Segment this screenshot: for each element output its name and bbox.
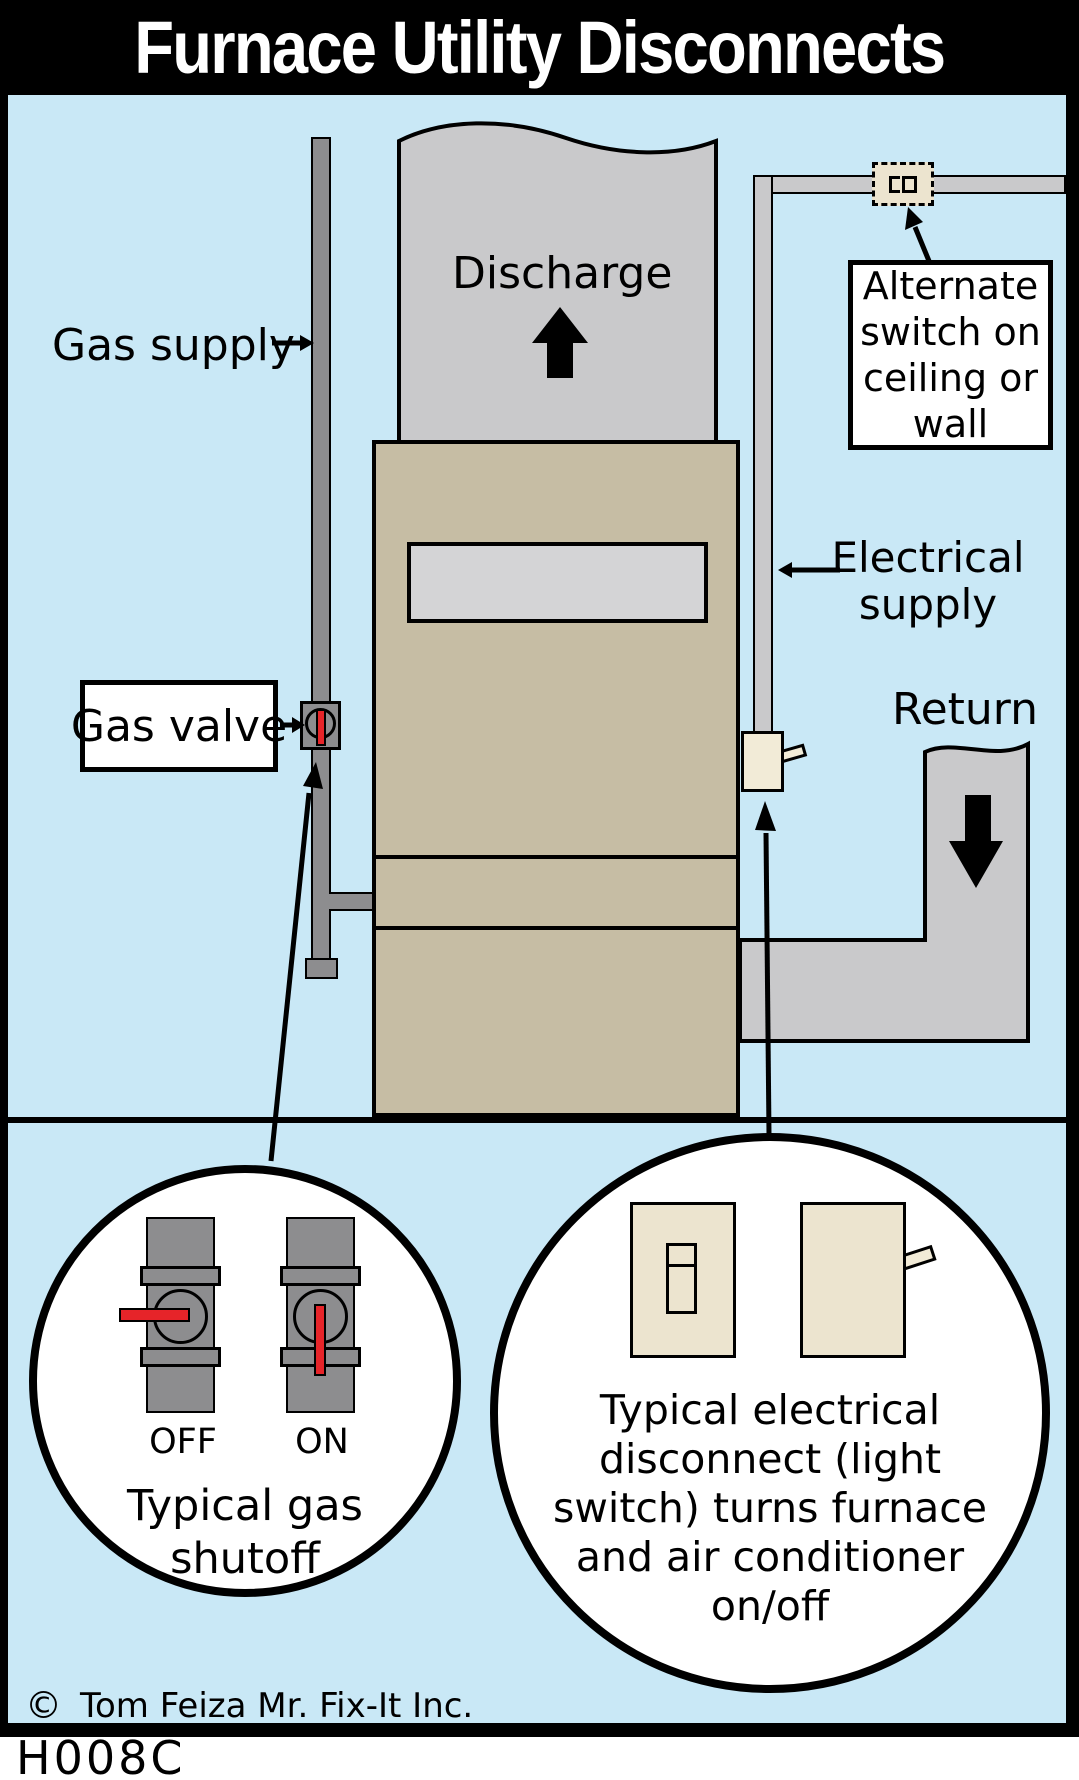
furnace-disconnect-box	[741, 731, 784, 792]
electrical-supply-line2: supply	[858, 580, 998, 629]
switch-symbol-icon	[902, 175, 917, 193]
copyright-line: © Tom Feiza Mr. Fix-It Inc.	[25, 1684, 473, 1727]
electrical-disconnect-caption: Typical electrical disconnect (light swi…	[500, 1386, 1040, 1631]
on-valve-handle	[314, 1304, 326, 1376]
elec-caption-line3: switch) turns furnace	[553, 1484, 987, 1532]
gas-shutoff-caption: Typical gas shutoff	[85, 1480, 405, 1586]
gas-caption-line2: shutoff	[170, 1534, 320, 1584]
alt-switch-line3: ceiling or	[862, 356, 1039, 400]
return-label: Return	[891, 684, 1038, 735]
pipe-flange	[280, 1266, 361, 1286]
discharge-label: Discharge	[452, 248, 673, 299]
on-label: ON	[295, 1422, 349, 1462]
on-valve-dial	[293, 1289, 348, 1344]
electrical-supply-label: Electrical supply	[828, 534, 1028, 628]
gas-caption-line1: Typical gas	[127, 1481, 363, 1531]
electrical-conduit	[753, 175, 773, 735]
panel-separator-line	[0, 1117, 1079, 1123]
pipe-flange	[140, 1347, 221, 1367]
copyright-text: Tom Feiza Mr. Fix-It Inc.	[80, 1685, 474, 1726]
electrical-disconnect-callout-circle	[490, 1133, 1050, 1693]
gas-branch-pipe	[329, 892, 374, 911]
pipe-flange	[140, 1266, 221, 1286]
copyright-icon: ©	[25, 1684, 62, 1727]
gas-supply-label: Gas supply	[52, 320, 295, 371]
gas-drip-leg-cap	[305, 958, 338, 979]
disconnect-box	[800, 1202, 906, 1358]
furnace-seam-lower	[372, 926, 740, 930]
gas-valve-label-box: Gas valve	[71, 680, 287, 772]
furnace-access-panel	[407, 542, 708, 623]
switch-symbol-icon	[889, 175, 900, 193]
alt-switch-line1: Alternate	[862, 264, 1039, 308]
light-switch-toggle	[666, 1243, 697, 1314]
page-title: Furnace Utility Disconnects	[134, 6, 946, 89]
gas-valve-label: Gas valve	[70, 700, 288, 752]
off-valve-handle	[119, 1308, 190, 1322]
electrical-supply-line1: Electrical	[831, 533, 1025, 582]
elec-caption-line5: on/off	[710, 1582, 830, 1630]
illustration-code: H008C	[16, 1731, 186, 1780]
toggle-divider	[669, 1264, 694, 1267]
gas-shutoff-callout-circle	[29, 1165, 461, 1597]
elec-caption-line4: and air conditioner	[575, 1533, 965, 1581]
alternate-switch-label-box: Alternate switch on ceiling or wall	[848, 260, 1053, 450]
gas-valve-handle	[316, 709, 326, 746]
alternate-switch	[872, 162, 934, 206]
gas-supply-pipe	[311, 137, 331, 962]
off-label: OFF	[149, 1422, 217, 1462]
alt-switch-line4: wall	[912, 402, 989, 446]
title-bar: Furnace Utility Disconnects	[0, 0, 1079, 95]
elec-caption-line1: Typical electrical	[599, 1386, 941, 1434]
furnace-seam-upper	[372, 855, 740, 859]
alt-switch-line2: switch on	[860, 310, 1041, 354]
elec-caption-line2: disconnect (light	[598, 1435, 942, 1483]
